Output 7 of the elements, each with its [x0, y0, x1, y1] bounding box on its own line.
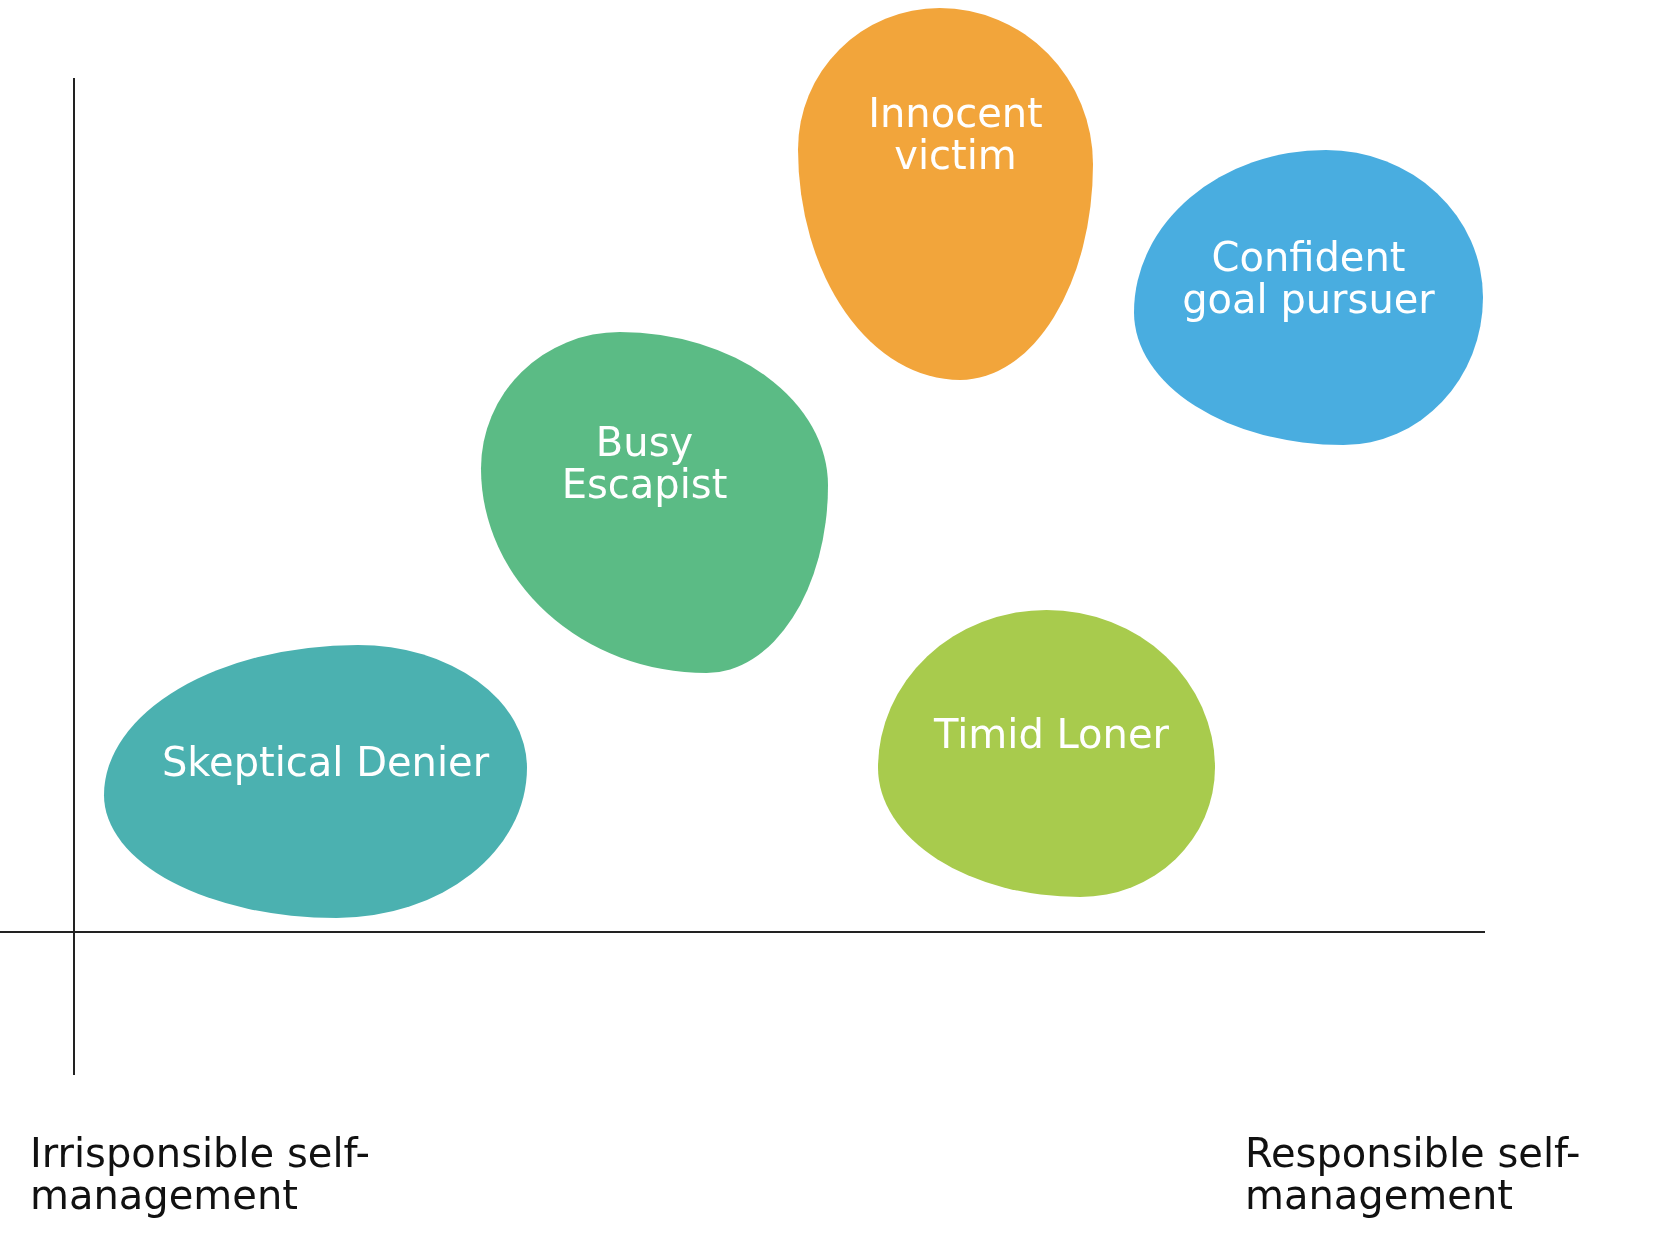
axis-label: Irrisponsible self-management: [30, 1132, 371, 1216]
category-label: Innocent victim: [867, 92, 1044, 176]
axis-label: Responsible self-management: [1245, 1132, 1582, 1216]
category-label: Skeptical Denier: [161, 740, 490, 783]
category-label: Confident goal pursuer: [1181, 235, 1436, 320]
category-label: Timid Loner: [934, 712, 1169, 755]
category-label: Busy Escapist: [560, 420, 729, 505]
